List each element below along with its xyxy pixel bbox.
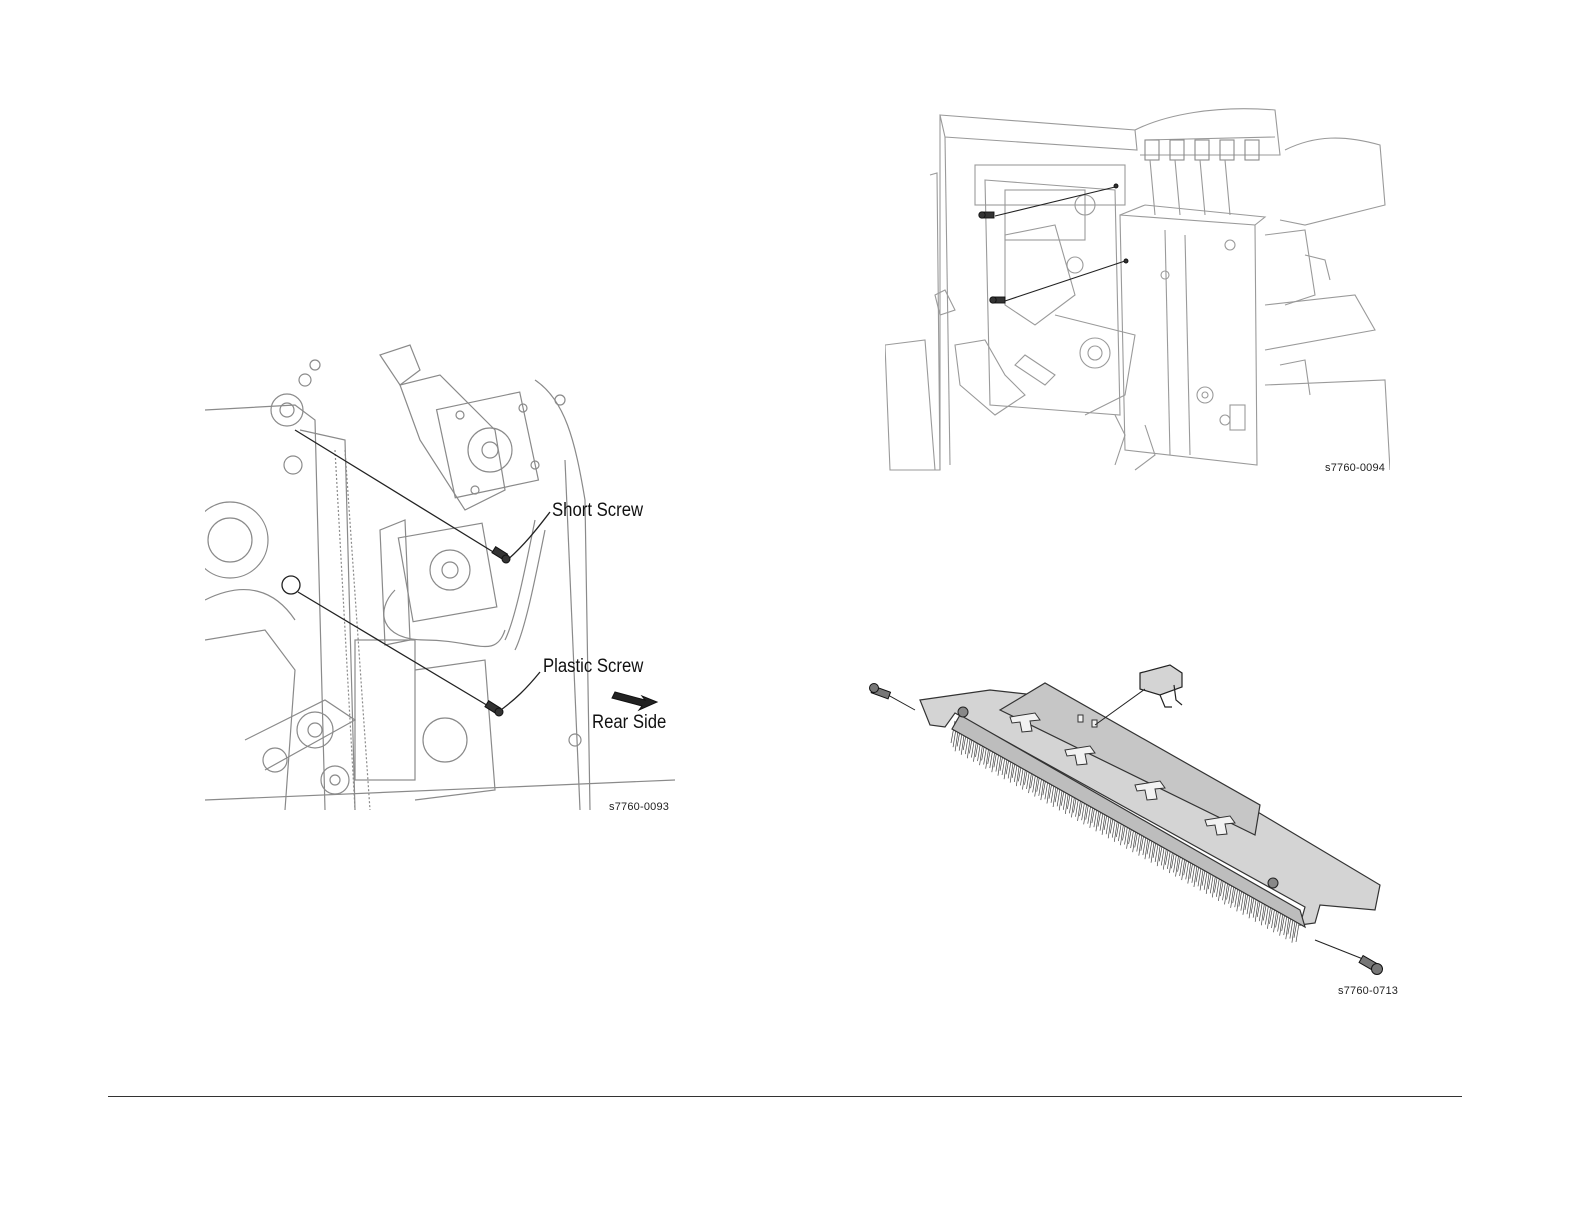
figure-machine-frame: s7760-0094 — [885, 95, 1390, 485]
machine-frame-illustration — [885, 95, 1390, 485]
short-screw-label: Short Screw — [552, 500, 643, 522]
figure-id: s7760-0713 — [1338, 985, 1398, 997]
plastic-screw-label: Plastic Screw — [543, 656, 643, 678]
figure-id: s7760-0094 — [1325, 462, 1385, 474]
figure-motor-assembly: Short Screw Plastic Screw Rear Side s776… — [205, 340, 675, 830]
footer-rule — [108, 1096, 1462, 1097]
figure-id: s7760-0093 — [609, 801, 669, 813]
motor-assembly-illustration — [205, 340, 675, 830]
brush-bracket-illustration — [860, 655, 1400, 1005]
rear-side-label: Rear Side — [592, 712, 666, 734]
figure-brush-bracket: s7760-0713 — [860, 655, 1400, 1005]
